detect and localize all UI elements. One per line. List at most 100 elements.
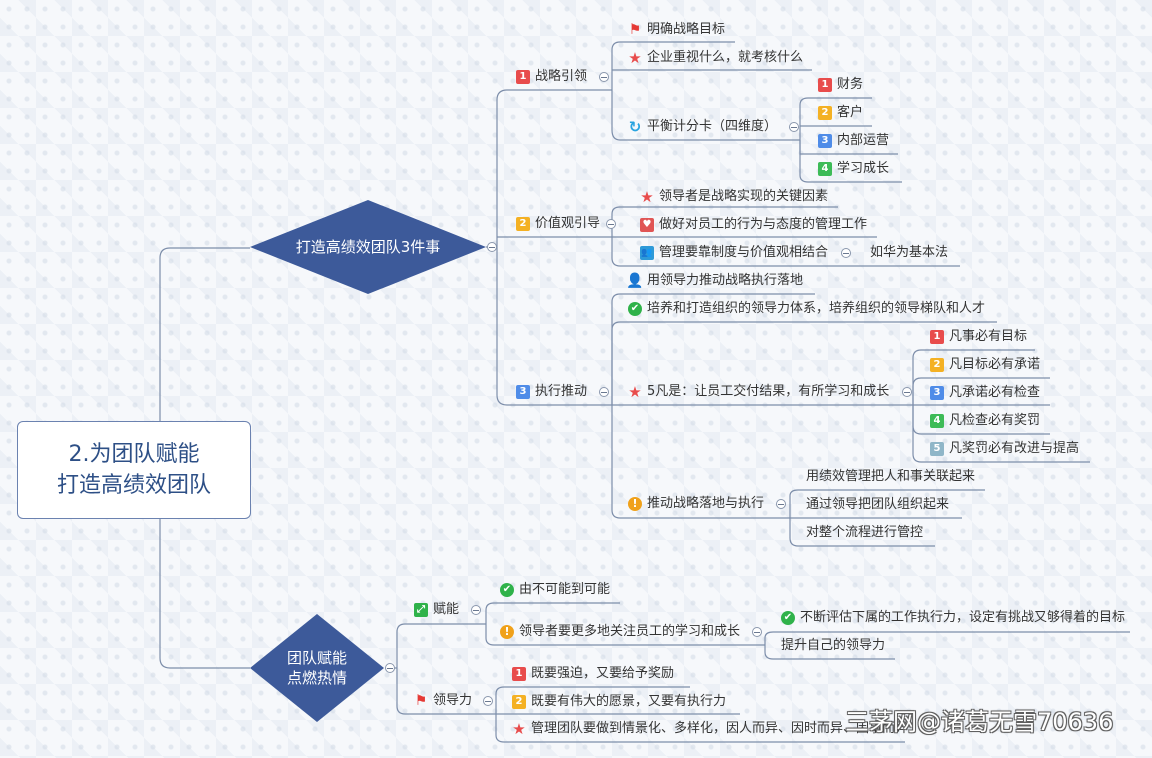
refresh-icon: ↻ [628,118,642,136]
star-icon: ★ [628,49,642,67]
rule-goal[interactable]: 1 凡事必有目标 [930,327,1027,347]
topic-label: 通过领导把团队组织起来 [806,497,950,512]
subtopic-label: 执行推动 [535,384,588,399]
topic-five-rules[interactable]: ★ 5凡是：让员工交付结果，有所学习和成长 [628,382,889,402]
topic-leader-key[interactable]: ★ 领导者是战略实现的关键因素 [640,187,828,207]
collapse-toggle[interactable] [776,499,786,509]
star-icon: ★ [628,383,642,401]
collapse-toggle[interactable] [606,219,616,229]
topic-label: 由不可能到可能 [519,582,611,597]
link-sub1 [496,89,612,247]
subtopic-execution[interactable]: 3 执行推动 [516,382,587,402]
branch-a-collapse-toggle[interactable] [487,242,497,252]
subtopic-empower[interactable]: ⤢ 赋能 [414,600,459,620]
topic-label: 客户 [837,105,864,120]
scorecard-finance[interactable]: 1 财务 [818,75,863,95]
link-sub3 [496,247,612,406]
topic-label: 提升自己的领导力 [781,638,886,653]
link-root-branch-a [159,247,250,421]
branch-a-title: 打造高绩效团队3件事 [295,238,441,256]
subtopic-values-guide[interactable]: 2 价值观引导 [516,214,600,234]
topic-label: 用绩效管理把人和事关联起来 [806,469,976,484]
topic-vision-execution[interactable]: 2 既要有伟大的愿景，又要有执行力 [512,692,726,712]
topic-behavior-mgmt[interactable]: ♥ 做好对员工的行为与态度的管理工作 [640,215,867,235]
link-b-sub1 [396,623,486,668]
check-circle-icon: ✔ [500,583,514,597]
topic-situational-mgmt[interactable]: ★ 管理团队要做到情景化、多样化，因人而异、因时而异、因事而异 [512,719,908,739]
topic-label: 内部运营 [837,133,890,148]
priority-1-icon: 1 [516,70,530,84]
star-icon: ★ [512,720,526,738]
priority-1-icon: 1 [818,78,832,92]
rule-improve[interactable]: 5 凡奖罚必有改进与提高 [930,439,1079,459]
topic-strategy-goal[interactable]: ⚑ 明确战略目标 [628,20,725,40]
scorecard-customer[interactable]: 2 客户 [818,103,863,123]
topic-push-execution[interactable]: ! 推动战略落地与执行 [628,494,764,514]
branch-b-collapse-toggle[interactable] [385,663,395,673]
rule-check[interactable]: 3 凡承诺必有检查 [930,383,1040,403]
push-process-control[interactable]: 对整个流程进行管控 [806,523,923,543]
subtopic-strategy-lead[interactable]: 1 战略引领 [516,67,587,87]
topic-leadership-push[interactable]: 👤 用领导力推动战略执行落地 [626,271,804,291]
root-topic[interactable]: 2.为团队赋能 打造高绩效团队 [17,421,251,519]
root-title-line1: 2.为团队赋能 [68,442,200,467]
topic-value-assess[interactable]: ★ 企业重视什么，就考核什么 [628,48,803,68]
topic-huawei-example[interactable]: 如华为基本法 [870,243,948,263]
rule-commitment[interactable]: 2 凡目标必有承诺 [930,355,1040,375]
branch-b-title-line2: 点燃热情 [286,669,347,687]
scorecard-learning[interactable]: 4 学习成长 [818,159,889,179]
warning-icon: ! [500,625,514,639]
priority-2-icon: 2 [818,106,832,120]
red-flag-icon: ⚑ [628,22,642,38]
priority-3-icon: 3 [930,386,944,400]
topic-label: 用领导力推动战略执行落地 [647,273,804,288]
priority-2-icon: 2 [930,358,944,372]
collapse-toggle[interactable] [789,122,799,132]
push-performance[interactable]: 用绩效管理把人和事关联起来 [806,467,975,487]
topic-label: 不断评估下属的工作执行力，设定有挑战又够得着的目标 [800,610,1126,625]
collapse-toggle[interactable] [599,72,609,82]
heart-icon: ♥ [640,218,654,232]
priority-3-icon: 3 [516,385,530,399]
collapse-toggle[interactable] [902,387,912,397]
topic-label: 凡承诺必有检查 [949,385,1041,400]
topic-label: 明确战略目标 [647,22,726,37]
subtopic-label: 赋能 [433,602,460,617]
link-b-sub2 [396,668,496,715]
topic-force-reward[interactable]: 1 既要强迫，又要给予奖励 [512,664,674,684]
topic-impossible-possible[interactable]: ✔ 由不可能到可能 [500,580,610,600]
branch-a-topic[interactable]: 打造高绩效团队3件事 [250,200,486,294]
collapse-toggle[interactable] [841,248,851,258]
topic-label: 既要强迫，又要给予奖励 [531,666,675,681]
topic-system-values[interactable]: 👥 管理要靠制度与价值观相结合 [640,243,828,263]
subtopic-leadership[interactable]: ⚑ 领导力 [414,691,472,711]
topic-label: 领导者要更多地关注员工的学习和成长 [519,624,741,639]
priority-2-icon: 2 [516,217,530,231]
priority-4-icon: 4 [818,162,832,176]
topic-label: 既要有伟大的愿景，又要有执行力 [531,694,727,709]
topic-label: 做好对员工的行为与态度的管理工作 [659,217,868,232]
topic-improve-leadership[interactable]: 提升自己的领导力 [781,636,885,656]
topic-evaluate-subordinates[interactable]: ✔ 不断评估下属的工作执行力，设定有挑战又够得着的目标 [781,608,1125,628]
branch-b-topic[interactable]: 团队赋能点燃热情 [250,614,384,722]
priority-3-icon: 3 [818,134,832,148]
rule-reward[interactable]: 4 凡检查必有奖罚 [930,411,1040,431]
priority-1-icon: 1 [512,667,526,681]
topic-focus-growth[interactable]: ! 领导者要更多地关注员工的学习和成长 [500,622,740,642]
check-circle-icon: ✔ [628,302,642,316]
topic-leadership-system[interactable]: ✔ 培养和打造组织的领导力体系，培养组织的领导梯队和人才 [628,299,985,319]
topic-label: 财务 [837,77,864,92]
warning-icon: ! [628,497,642,511]
scorecard-internal[interactable]: 3 内部运营 [818,131,889,151]
collapse-toggle[interactable] [471,605,481,615]
check-circle-icon: ✔ [781,611,795,625]
collapse-toggle[interactable] [483,696,493,706]
collapse-toggle[interactable] [752,627,762,637]
link-root-branch-b [159,517,250,669]
priority-2-icon: 2 [512,695,526,709]
push-organize[interactable]: 通过领导把团队组织起来 [806,495,949,515]
collapse-toggle[interactable] [599,387,609,397]
expand-arrows-icon: ⤢ [414,603,428,617]
topic-label: 凡事必有目标 [949,329,1028,344]
topic-balanced-scorecard[interactable]: ↻ 平衡计分卡（四维度） [628,117,777,137]
